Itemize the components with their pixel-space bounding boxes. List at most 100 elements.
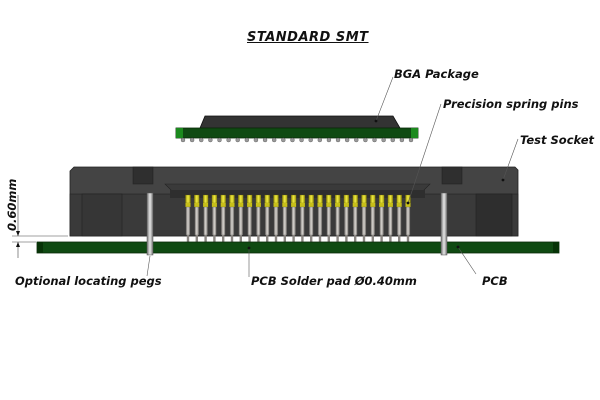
spring-pin-collar bbox=[247, 203, 253, 207]
spring-pin-tip bbox=[292, 235, 295, 242]
spring-pin-head bbox=[396, 194, 402, 204]
leader-dot-pcb bbox=[456, 245, 460, 249]
spring-pin-tip bbox=[213, 235, 216, 242]
spring-pin-tip bbox=[274, 235, 278, 242]
spring-pin bbox=[185, 194, 191, 242]
spring-pin-collar bbox=[211, 203, 217, 207]
spring-pin-tip bbox=[310, 235, 313, 242]
spring-pin-barrel bbox=[265, 206, 270, 236]
socket-pin-bed bbox=[170, 190, 425, 198]
spring-pin-tip bbox=[230, 235, 234, 242]
spring-pin-collar bbox=[308, 203, 314, 207]
socket-cavity-right bbox=[475, 193, 513, 237]
spring-pin-barrel bbox=[300, 206, 305, 236]
spring-pin-barrel bbox=[212, 206, 217, 236]
spring-pin bbox=[282, 194, 288, 242]
spring-pin-head bbox=[326, 194, 332, 204]
spring-pin-barrel bbox=[370, 206, 375, 236]
leader-dot-pad bbox=[247, 246, 251, 250]
locating-peg-right bbox=[440, 192, 448, 256]
spring-pin-barrel bbox=[326, 206, 331, 236]
spring-pin bbox=[387, 194, 394, 242]
spring-pins bbox=[185, 194, 411, 242]
spring-pin bbox=[290, 194, 297, 242]
bga-ball bbox=[226, 137, 231, 143]
spring-pin-collar bbox=[387, 203, 393, 207]
bga-ball bbox=[208, 137, 213, 143]
spring-pin-tip bbox=[257, 235, 260, 242]
pcb-edge-left bbox=[37, 242, 43, 253]
spring-pin bbox=[246, 194, 253, 242]
bga-ball bbox=[272, 137, 277, 143]
spring-pin-barrel bbox=[317, 206, 323, 236]
bga-ball bbox=[281, 137, 286, 143]
spring-pin-barrel bbox=[221, 206, 226, 236]
spring-pin-tip bbox=[327, 235, 330, 242]
pcb-edge-right bbox=[553, 242, 559, 253]
label-locating-pegs: Optional locating pegs bbox=[15, 274, 162, 288]
spring-pin-tip bbox=[336, 235, 339, 242]
spring-pin-barrel bbox=[194, 206, 199, 236]
leader-dot-pins bbox=[406, 201, 410, 205]
spring-pin bbox=[326, 194, 332, 242]
diagram-title: STANDARD SMT bbox=[247, 30, 369, 45]
spring-pin bbox=[264, 194, 270, 242]
bga-die bbox=[199, 115, 401, 129]
bga-ball bbox=[381, 137, 386, 143]
bga-ball bbox=[253, 137, 259, 143]
spring-pin-barrel bbox=[335, 206, 340, 236]
spring-pin-head bbox=[246, 194, 253, 204]
bga-ball bbox=[299, 137, 304, 143]
bga-ball bbox=[308, 137, 313, 143]
spring-pin-head bbox=[334, 194, 341, 204]
spring-pin-collar bbox=[405, 203, 411, 207]
spring-pin-collar bbox=[229, 203, 235, 207]
spring-pin bbox=[238, 194, 244, 242]
spring-pin-tip bbox=[354, 235, 357, 242]
spring-pin-barrel bbox=[388, 206, 393, 236]
bga-ball bbox=[344, 137, 350, 143]
spring-pin-collar bbox=[379, 203, 385, 207]
spring-pin bbox=[396, 194, 402, 242]
spring-pin bbox=[405, 194, 411, 242]
spring-pin-tip bbox=[186, 235, 190, 242]
bga-ball bbox=[390, 137, 395, 143]
label-dimension: 0.60mm bbox=[5, 178, 19, 231]
bga-ball bbox=[235, 137, 240, 143]
spring-pin-barrel bbox=[273, 206, 279, 236]
bga-ball bbox=[326, 137, 332, 143]
spring-pin-head bbox=[202, 194, 209, 204]
spring-pin-barrel bbox=[309, 206, 314, 236]
spring-pin-collar bbox=[352, 203, 358, 207]
leader-test-socket bbox=[502, 138, 519, 181]
spring-pin-barrel bbox=[405, 206, 411, 236]
bga-ball bbox=[363, 137, 368, 143]
spring-pin-tip bbox=[398, 235, 401, 242]
pcb-board bbox=[36, 241, 560, 254]
spring-pin-head bbox=[378, 194, 385, 204]
spring-pin-collar bbox=[299, 203, 305, 207]
spring-pin-tip bbox=[362, 235, 366, 242]
spring-pin-head bbox=[194, 194, 200, 204]
spring-pin-barrel bbox=[229, 206, 235, 236]
spring-pin-tip bbox=[389, 235, 392, 242]
spring-pin-barrel bbox=[344, 206, 349, 236]
spring-pin-head bbox=[299, 194, 306, 204]
spring-pin bbox=[202, 194, 209, 242]
spring-pin-tip bbox=[195, 235, 198, 242]
spring-pin-head bbox=[361, 194, 367, 204]
leader-spring-pins bbox=[407, 103, 442, 204]
spring-pin-collar bbox=[282, 203, 288, 207]
leader-pegs bbox=[146, 255, 151, 277]
spring-pin-barrel bbox=[282, 206, 287, 236]
spring-pin-tip bbox=[283, 235, 286, 242]
spring-pin bbox=[255, 194, 262, 242]
spring-pin-collar bbox=[343, 203, 349, 207]
spring-pin-head bbox=[211, 194, 218, 204]
spring-pin bbox=[194, 194, 200, 242]
spring-pin-barrel bbox=[291, 206, 296, 236]
spring-pin-head bbox=[220, 194, 226, 204]
bga-ball bbox=[180, 137, 186, 143]
spring-pin-head bbox=[317, 194, 323, 204]
spring-pin-collar bbox=[185, 203, 191, 207]
